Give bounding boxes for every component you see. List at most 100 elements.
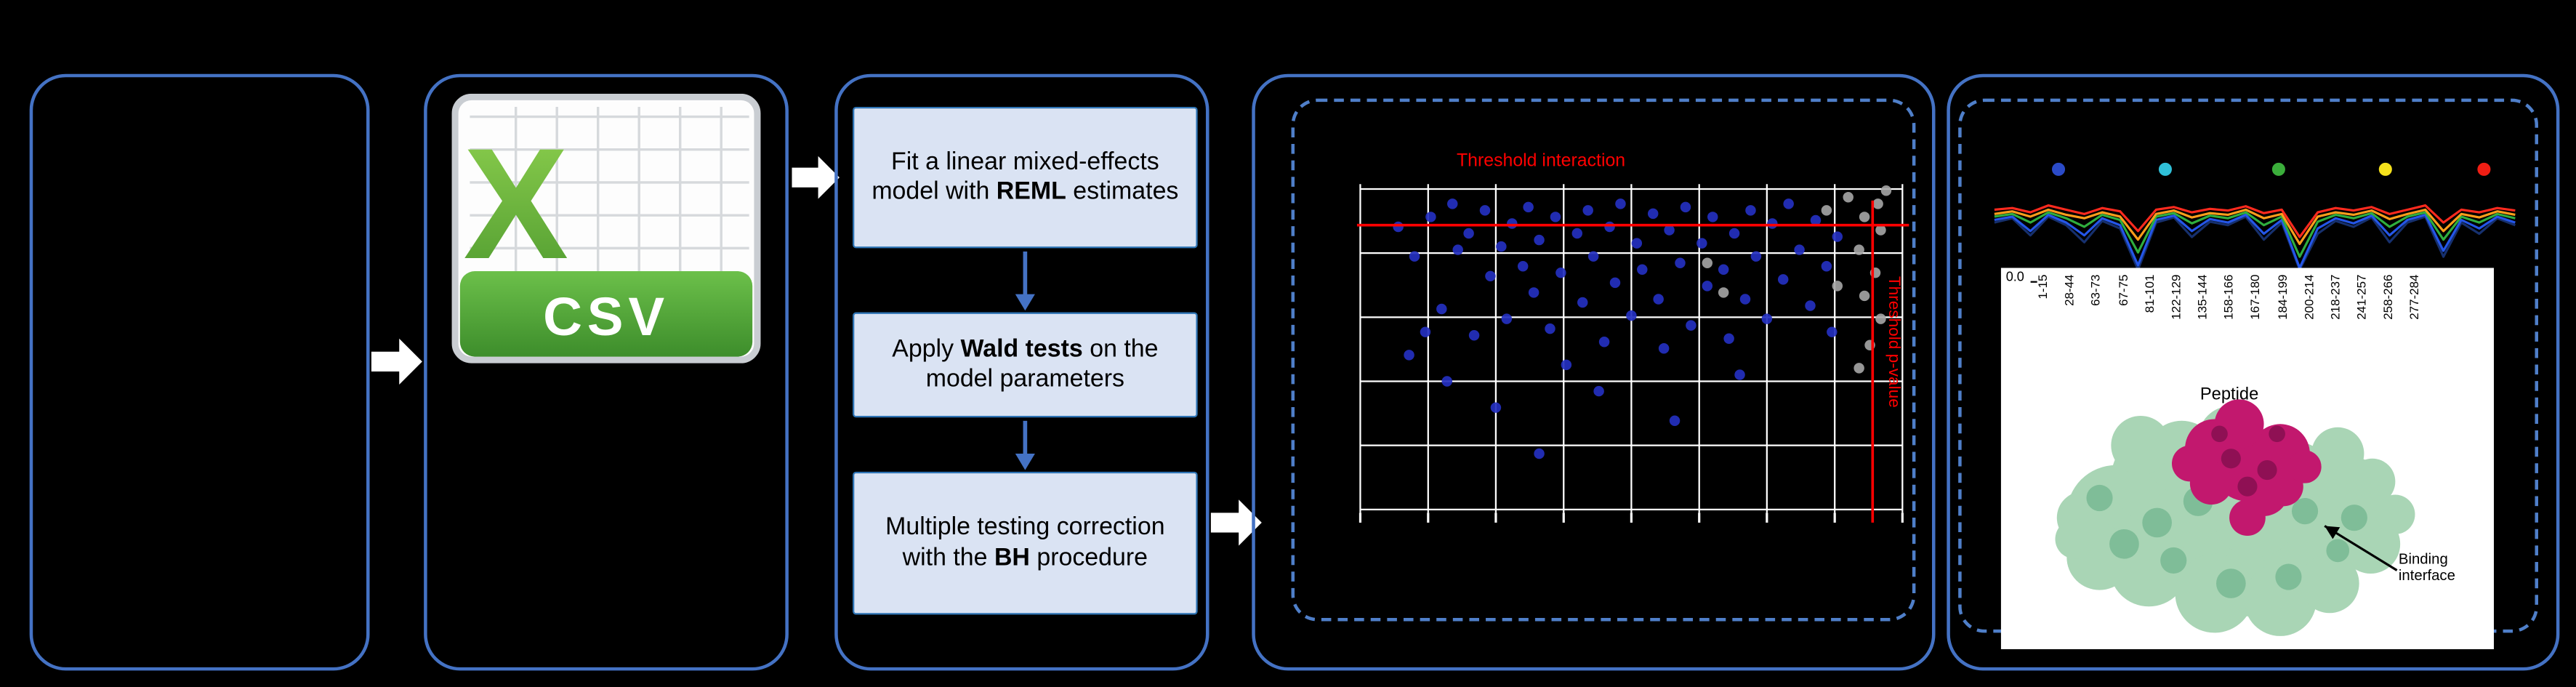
scatter-point [1604, 221, 1615, 233]
peptide-axis-label: 67-75 [2115, 274, 2130, 306]
scatter-point [1653, 294, 1664, 305]
y-axis-tick-mark [2030, 281, 2037, 283]
protein-surface-shade [2142, 507, 2172, 538]
scatter-point [1745, 205, 1756, 216]
scatter-point [1436, 303, 1447, 315]
condition-marker [2051, 162, 2066, 176]
csv-banner [459, 271, 753, 357]
condition-marker [2271, 162, 2285, 176]
peptide-axis-label: 1-15 [2035, 274, 2050, 300]
condition-marker [2378, 162, 2392, 176]
protein-surface-shade [2109, 529, 2139, 559]
scatter-point [1561, 359, 1572, 371]
scatter-point [1664, 225, 1675, 236]
protein-surface [2175, 553, 2254, 633]
step-multiple-testing-text: Multiple testing correction with the BH … [885, 513, 1165, 571]
flow-arrow-right-1 [371, 338, 422, 385]
scatter-point [1631, 238, 1643, 249]
peptide-axis-label: 122-129 [2168, 274, 2183, 320]
scatter-point-nonsig [1821, 205, 1832, 216]
pipeline-arrow-down-1 [1015, 251, 1035, 311]
scatter-point [1441, 376, 1453, 387]
scatter-point [1718, 264, 1729, 276]
scatter-point [1550, 212, 1561, 222]
scatter-point-nonsig [1880, 185, 1892, 196]
scatter-point [1669, 415, 1681, 426]
condition-marker [2477, 162, 2491, 176]
peptide-axis-title: Peptide [2199, 385, 2259, 405]
scatter-point [1577, 297, 1588, 308]
binding-region [2171, 445, 2208, 482]
scatter-point [1810, 214, 1822, 226]
results-volcano-panel [1252, 73, 1936, 671]
scatter-point [1496, 241, 1507, 252]
scatter-point [1517, 261, 1529, 272]
protein-surface-shade [2160, 547, 2187, 574]
scatter-point-nonsig [1832, 281, 1843, 292]
y-axis-tick-0: 0.0 [2005, 269, 2024, 285]
scatter-point-nonsig [1859, 290, 1870, 302]
scatter-point [1626, 310, 1637, 321]
scatter-title: Threshold interaction [1456, 150, 1626, 172]
scatter-point [1821, 261, 1832, 272]
scatter-point [1528, 287, 1539, 298]
scatter-point [1582, 205, 1593, 216]
peptide-profile-chart [1994, 162, 2516, 271]
scatter-point [1609, 277, 1621, 289]
scatter-point [1523, 201, 1534, 213]
scatter-point [1658, 343, 1670, 354]
profile-line-blue [1994, 213, 2516, 270]
scatter-point-nonsig [1853, 244, 1864, 255]
peptide-axis-label: 258-266 [2380, 274, 2396, 320]
protein-surface [2111, 415, 2170, 475]
peptide-axis-label: 81-101 [2141, 274, 2157, 313]
scatter-point [1501, 313, 1513, 324]
protein-surface [2349, 458, 2396, 505]
scatter-point [1404, 350, 1414, 361]
scatter-point [1827, 326, 1838, 337]
scatter-point [1452, 244, 1463, 255]
peptide-axis-label: 135-144 [2194, 274, 2210, 320]
scatter-point [1728, 228, 1740, 239]
scatter-point [1393, 221, 1404, 233]
statistics-pipeline-panel: Fit a linear mixed-effects model with RE… [834, 73, 1209, 671]
scatter-point [1571, 228, 1583, 239]
scatter-point [1463, 228, 1474, 239]
spreadsheet-grid [470, 106, 749, 275]
scatter-point-nonsig [1875, 313, 1886, 324]
scatter-point [1647, 208, 1659, 220]
profile-line-red [1994, 204, 2516, 238]
scatter-point [1545, 323, 1555, 334]
scatter-point [1447, 198, 1458, 209]
csv-file-panel: X CSV [424, 73, 789, 671]
results-profile-panel [1947, 73, 2560, 671]
peptide-axis-label: 63-73 [2088, 274, 2104, 306]
scatter-point [1783, 198, 1794, 209]
scatter-point [1750, 251, 1762, 262]
protein-surface-shade [2216, 569, 2246, 598]
scatter-point-nonsig [1843, 192, 1853, 203]
scatter-point [1490, 402, 1502, 413]
scatter-point [1761, 313, 1773, 324]
protein-surface [2375, 494, 2415, 534]
volcano-dashed-border [1291, 98, 1916, 622]
scatter-point [1805, 300, 1816, 311]
scatter-point [1832, 231, 1843, 242]
excel-x-letter: X [463, 116, 568, 292]
flow-arrow-right-2 [792, 156, 840, 199]
scatter-point [1485, 270, 1496, 282]
scatter-point-nonsig [1859, 212, 1870, 222]
binding-region-shade [2237, 476, 2258, 497]
scatter-point [1534, 448, 1545, 459]
peptide-axis-label: 158-166 [2221, 274, 2237, 320]
peptide-axis-label: 28-44 [2061, 274, 2077, 306]
threshold-pvalue-label: Threshold p-value [1884, 276, 1903, 408]
scatter-point [1739, 294, 1751, 305]
binding-interface-arrow [2324, 525, 2398, 571]
scatter-point [1675, 257, 1686, 268]
scatter-point [1767, 218, 1778, 229]
scatter-point [1598, 337, 1610, 347]
scatter-point [1593, 385, 1604, 397]
